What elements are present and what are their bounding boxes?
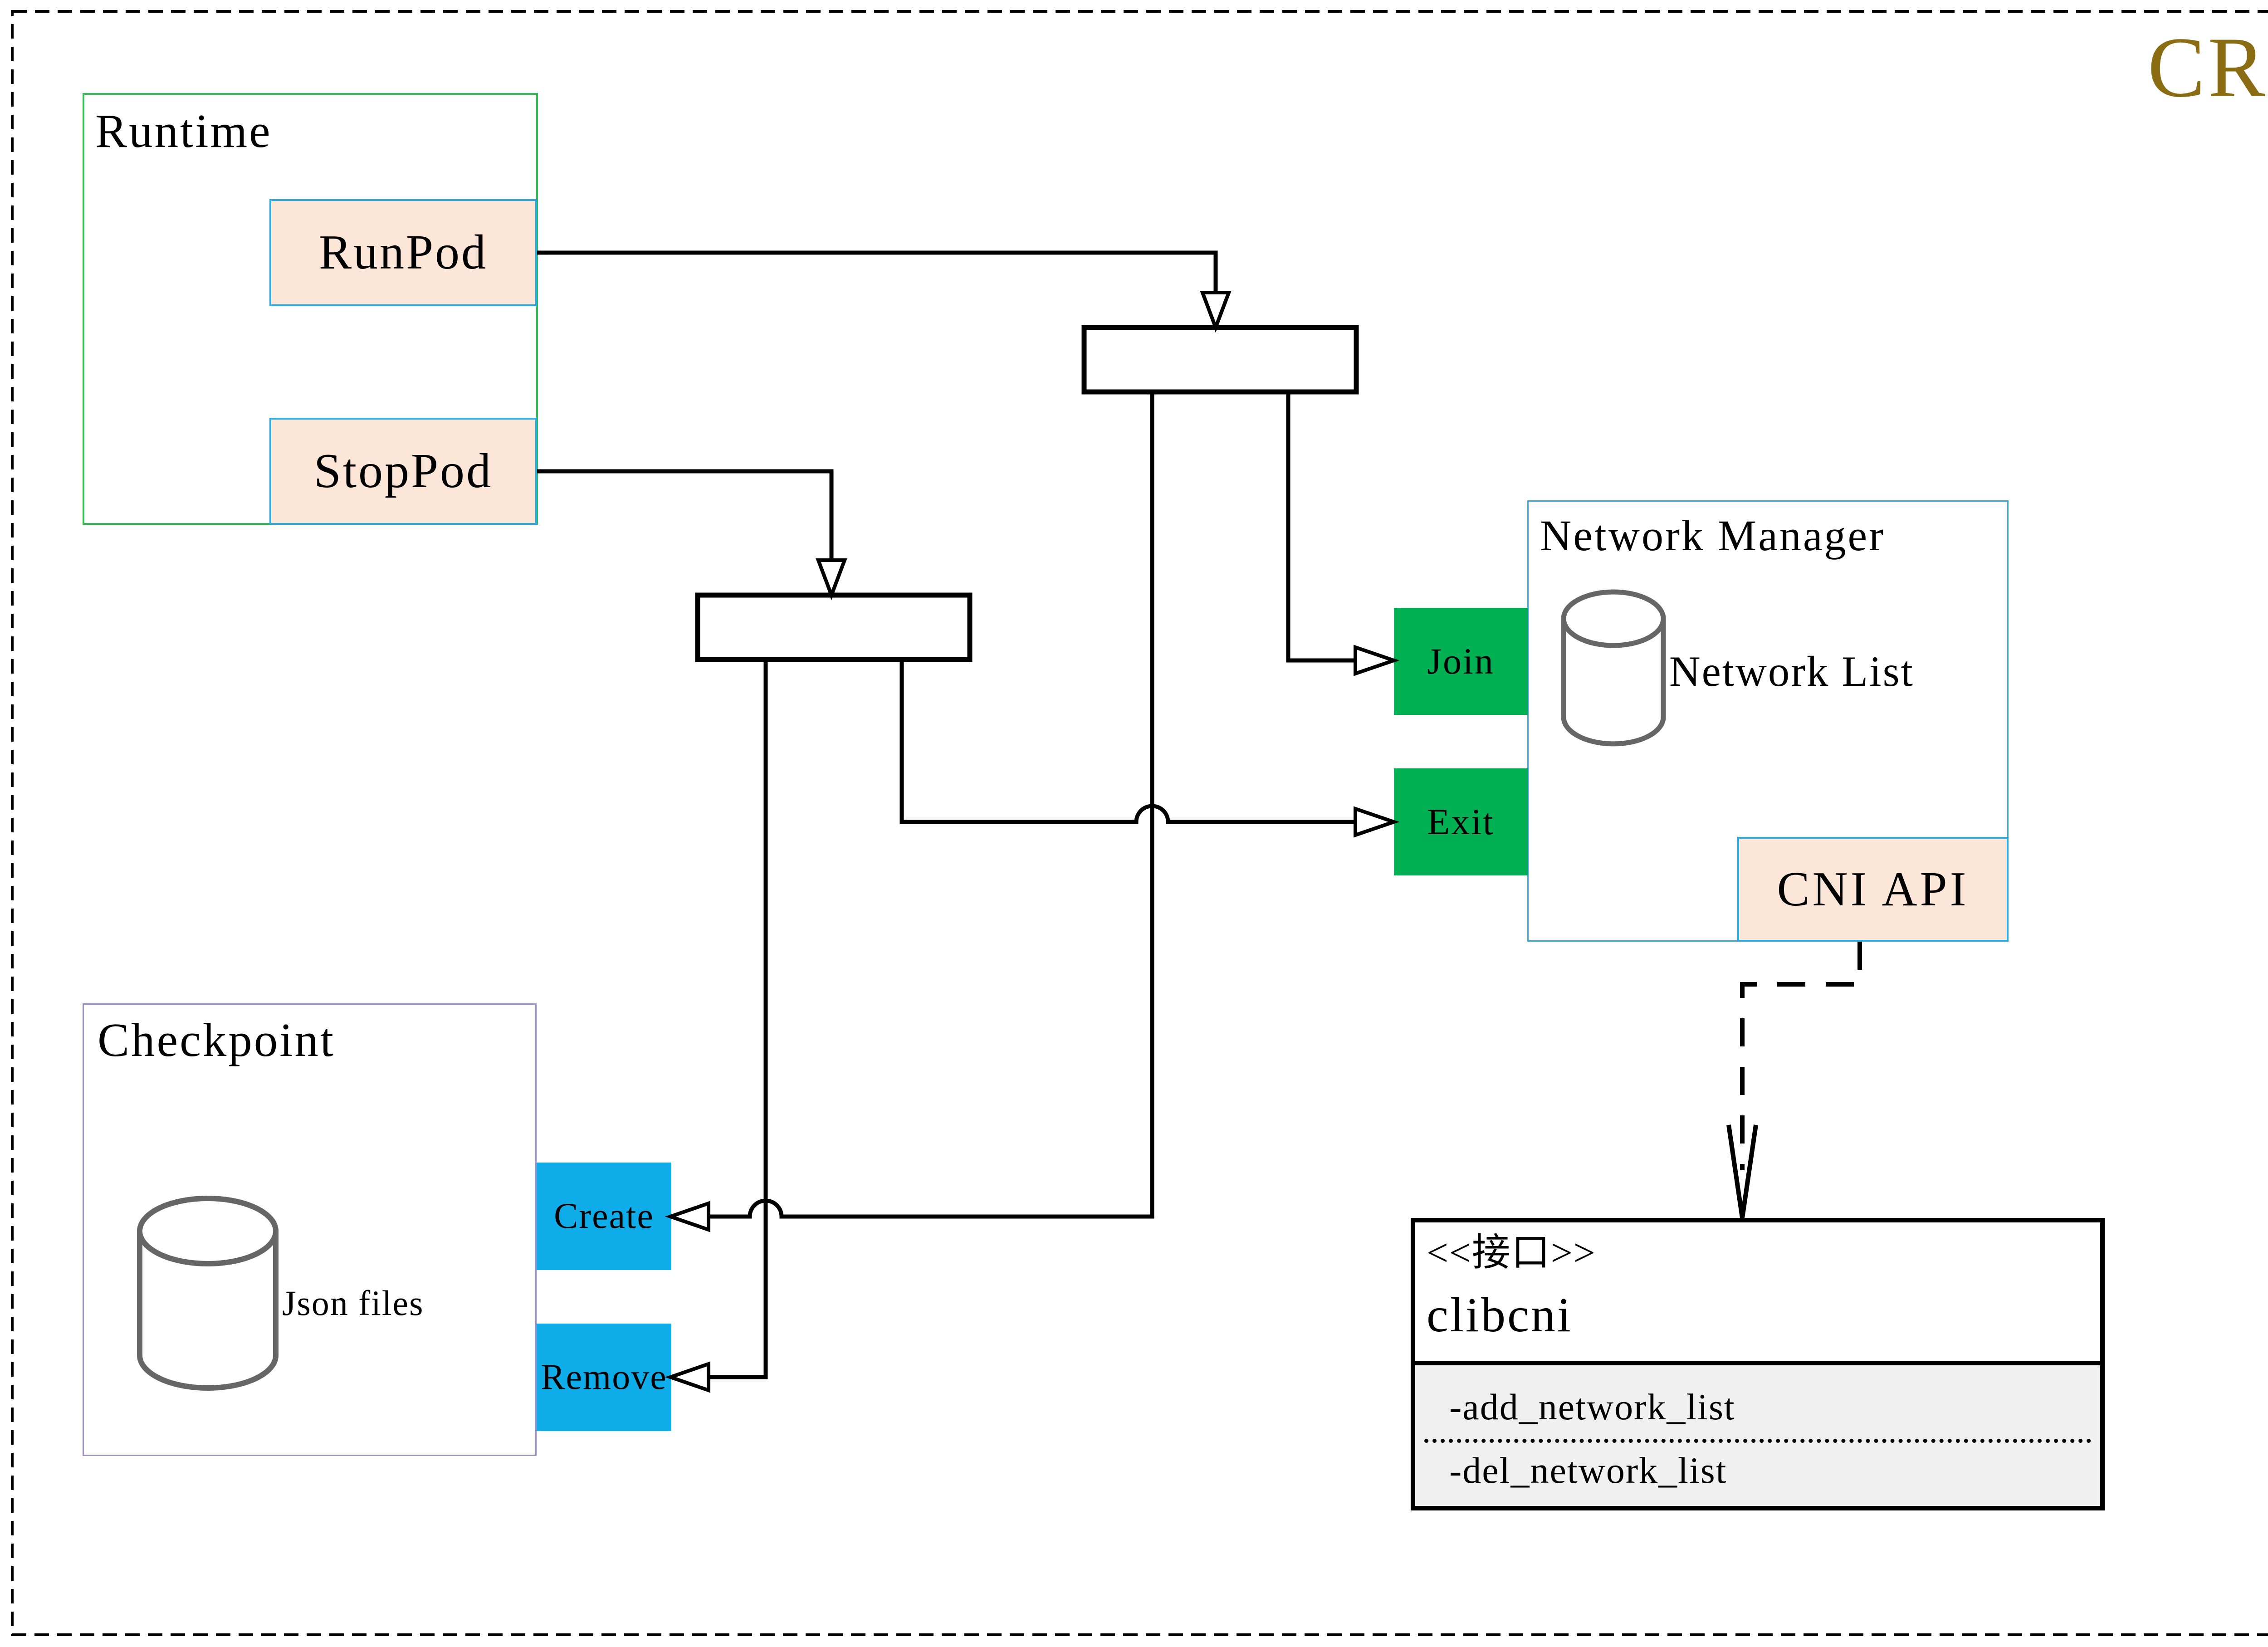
bridge-rect-stoppod (695, 592, 973, 662)
interface-method-add-network-list: -add_network_list (1449, 1386, 1735, 1427)
arrowhead-open-v-clibcni-icon (1726, 1124, 1758, 1218)
arrowhead-down-bridge1-icon (1200, 291, 1232, 333)
interface-stereotype-label: <<接口>> (1427, 1232, 1596, 1274)
connector-bridge1-to-join (1286, 392, 1355, 663)
cni-api-node[interactable]: CNI API (1737, 837, 2009, 942)
stoppod-node[interactable]: StopPod (269, 418, 537, 525)
connector-bridge2-to-exit (899, 660, 1355, 824)
connector-bridge2-to-remove (709, 660, 768, 1379)
arrowhead-left-create-icon (665, 1201, 710, 1232)
connector-stoppod-to-bridge2 (537, 469, 834, 560)
arrowhead-down-bridge2-icon (816, 558, 847, 601)
runpod-node[interactable]: RunPod (269, 199, 537, 306)
interface-name-label: clibcni (1427, 1288, 1573, 1342)
remove-node[interactable]: Remove (537, 1324, 671, 1431)
connector-cniapi-to-clibcni-dashed (1740, 942, 1862, 1170)
json-files-datastore-label: Json files (282, 1283, 424, 1323)
arrowhead-right-join-icon (1354, 645, 1400, 676)
runtime-group-label: Runtime (95, 104, 272, 157)
create-node[interactable]: Create (537, 1163, 671, 1270)
checkpoint-group-box (83, 1003, 537, 1456)
connector-bridge1-to-create (709, 392, 1154, 1219)
interface-separator-line (1411, 1361, 2105, 1365)
checkpoint-group-label: Checkpoint (98, 1013, 336, 1066)
arrowhead-right-exit-icon (1354, 806, 1400, 838)
network-manager-group-label: Network Manager (1540, 511, 1886, 560)
interface-method-del-network-list: -del_network_list (1449, 1450, 1727, 1491)
bridge-rect-runpod (1081, 325, 1359, 395)
page-title: CRI (2147, 20, 2268, 115)
network-list-datastore-label: Network List (1669, 647, 1914, 695)
arrowhead-left-remove-icon (665, 1361, 710, 1393)
connector-runpod-to-bridge1 (537, 250, 1218, 293)
join-node[interactable]: Join (1394, 608, 1528, 715)
exit-node[interactable]: Exit (1394, 768, 1528, 875)
interface-methods-divider (1424, 1439, 2091, 1443)
